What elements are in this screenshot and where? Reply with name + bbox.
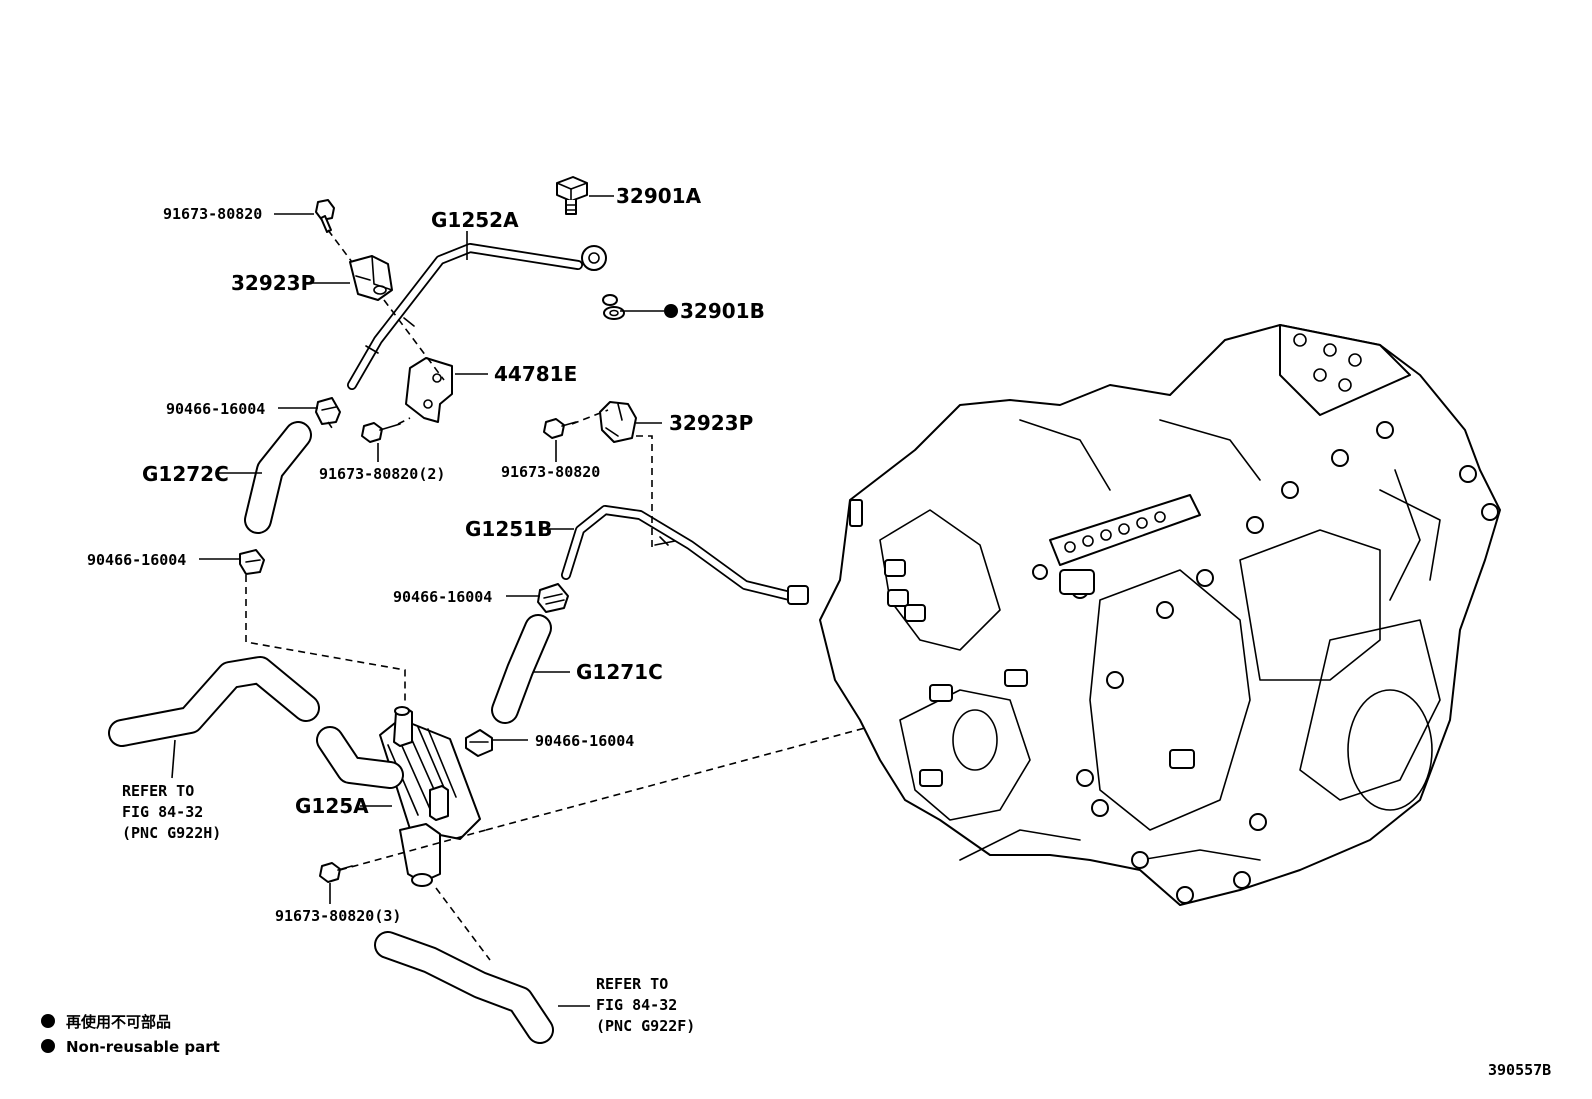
hose-clamp-3[interactable]: [537, 583, 569, 613]
hose-external-bottom: [374, 931, 554, 1044]
legend-dot-icon: [41, 1014, 55, 1028]
label-clamp-2: 90466-16004: [87, 551, 186, 569]
label-bolt-top: 91673-80820: [163, 205, 262, 223]
label-g1271c: G1271C: [576, 660, 663, 684]
hose-g1272c[interactable]: [244, 421, 312, 534]
hose-clamp-4[interactable]: [465, 729, 493, 757]
label-44781e: 44781E: [494, 362, 577, 386]
label-bolt-mid: 91673-80820: [501, 463, 600, 481]
hose-connector[interactable]: [316, 726, 404, 789]
svg-text:REFER TO: REFER TO: [122, 782, 194, 800]
hose-external-left: [108, 656, 320, 747]
hose-clamp-1[interactable]: [315, 397, 341, 425]
figure-id: 390557B: [1488, 1061, 1551, 1079]
label-clamp-4: 90466-16004: [535, 732, 634, 750]
label-clamp-3: 90466-16004: [393, 588, 492, 606]
svg-text:REFER TO: REFER TO: [596, 975, 668, 993]
bolt-top[interactable]: [315, 199, 335, 233]
oil-cooler-g125a[interactable]: [379, 706, 481, 887]
washer-32901b[interactable]: [602, 294, 625, 320]
legend-dot-icon: [41, 1039, 55, 1053]
hose-g1271c[interactable]: [491, 614, 552, 724]
label-32901a: 32901A: [616, 184, 702, 208]
hose-clamp-2[interactable]: [239, 549, 265, 575]
refer-note-left: REFER TO FIG 84-32 (PNC G922H): [122, 782, 221, 842]
legend: 再使用不可部品 Non-reusable part: [41, 1013, 220, 1056]
legend-japanese: 再使用不可部品: [66, 1013, 171, 1031]
refer-note-bottom: REFER TO FIG 84-32 (PNC G922F): [596, 975, 695, 1035]
label-bolt-2: 91673-80820(2): [319, 465, 445, 483]
bolt-mid[interactable]: [543, 418, 577, 439]
svg-text:(PNC G922F): (PNC G922F): [596, 1017, 695, 1035]
svg-text:(PNC G922H): (PNC G922H): [122, 824, 221, 842]
label-g125a: G125A: [295, 794, 369, 818]
tube-g1252a[interactable]: [347, 243, 607, 390]
bolt-3[interactable]: [319, 862, 353, 883]
label-clamp-1: 90466-16004: [166, 400, 265, 418]
svg-text:FIG 84-32: FIG 84-32: [122, 803, 203, 821]
label-g1251b: G1251B: [465, 517, 552, 541]
bolt-32901a[interactable]: [556, 176, 588, 215]
label-32901b: 32901B: [680, 299, 765, 323]
label-bolt-3: 91673-80820(3): [275, 907, 401, 925]
bolt-2[interactable]: [361, 422, 401, 443]
label-32923p-mid: 32923P: [669, 411, 753, 435]
bracket-44781e[interactable]: [405, 357, 453, 423]
clamp-32923p-mid[interactable]: [599, 401, 637, 443]
clamp-32923p-top[interactable]: [349, 255, 393, 301]
non-reusable-marker: [664, 304, 678, 318]
tube-g1251b[interactable]: [561, 505, 809, 605]
label-g1252a: G1252A: [431, 208, 519, 232]
legend-english: Non-reusable part: [66, 1038, 220, 1056]
label-g1272c: G1272C: [142, 462, 229, 486]
svg-text:FIG 84-32: FIG 84-32: [596, 996, 677, 1014]
transaxle-assembly: [819, 324, 1501, 906]
label-32923p-top: 32923P: [231, 271, 315, 295]
